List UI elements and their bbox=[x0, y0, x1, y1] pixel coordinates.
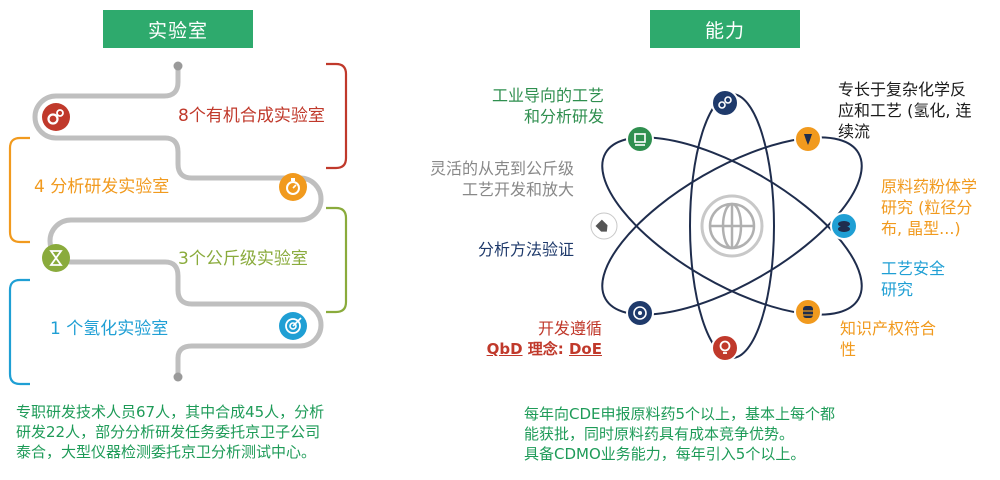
cap-flexible-scaleup: 灵活的从克到公斤级 工艺开发和放大 bbox=[429, 159, 574, 199]
lab-item-organic: 8个有机合成实验室 bbox=[178, 106, 325, 126]
cap-powder-research: 原料药粉体学 研究 (粒径分 布, 晶型...) bbox=[881, 177, 978, 238]
bracket-orange bbox=[8, 136, 30, 244]
lab-item-hydrogenation: 1 个氢化实验室 bbox=[50, 319, 169, 339]
gears-icon bbox=[42, 103, 70, 131]
lab-item-analysis: 4 分析研发实验室 bbox=[34, 177, 170, 197]
qbd-text: QbD bbox=[486, 340, 523, 358]
cap-industrial: 工业导向的工艺 和分析研发 bbox=[491, 86, 604, 126]
cap-method-validation: 分析方法验证 bbox=[477, 240, 574, 259]
node-coins-icon bbox=[830, 212, 858, 240]
node-bulb-icon bbox=[711, 334, 739, 362]
node-database-icon bbox=[794, 298, 822, 326]
bracket-red bbox=[326, 62, 348, 170]
target-icon bbox=[279, 312, 307, 340]
qbd-concept-text: 理念: bbox=[522, 340, 569, 358]
capability-description: 每年向CDE申报原料药5个以上，基本上每个都 能获批，同时原料药具有成本竞争优势… bbox=[524, 405, 836, 463]
node-tag-icon bbox=[590, 212, 618, 240]
lab-roadmap-diagram bbox=[8, 61, 348, 386]
capability-header: 能力 bbox=[650, 10, 800, 48]
cap-process-safety: 工艺安全 研究 bbox=[881, 259, 946, 299]
node-pin-icon bbox=[794, 125, 822, 153]
cap-qbd: 开发遵循 QbD 理念: DoE bbox=[486, 319, 602, 358]
node-link-icon bbox=[711, 89, 739, 117]
path-end-dot bbox=[173, 372, 183, 382]
lab-item-kilo: 3个公斤级实验室 bbox=[178, 249, 308, 269]
orbit-right bbox=[601, 136, 863, 316]
node-target-icon bbox=[626, 299, 654, 327]
bracket-olive bbox=[326, 206, 348, 314]
globe-icon bbox=[700, 194, 764, 258]
cap-complex-chemistry: 专长于复杂化学反 应和工艺 (氢化, 连 续流 bbox=[838, 80, 972, 141]
doe-text: DoE bbox=[568, 340, 602, 358]
lab-description: 专职研发技术人员67人，其中合成45人，分析 研发22人，部分分析研发任务委托京… bbox=[16, 403, 325, 461]
cap-ip-compliance: 知识产权符合 性 bbox=[840, 319, 937, 359]
hourglass-icon bbox=[42, 244, 70, 272]
orbit-left bbox=[601, 136, 863, 316]
path-start-dot bbox=[173, 61, 183, 71]
stopwatch-icon bbox=[279, 173, 307, 201]
node-cart-icon bbox=[626, 125, 654, 153]
bracket-blue bbox=[8, 278, 30, 386]
lab-header: 实验室 bbox=[103, 10, 253, 48]
